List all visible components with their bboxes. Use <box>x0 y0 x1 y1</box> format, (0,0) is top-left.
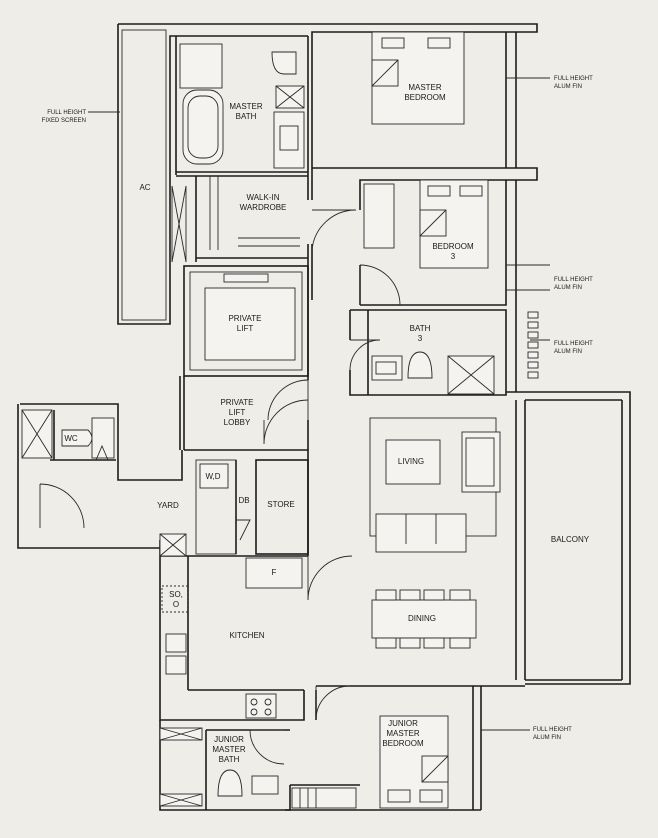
furniture <box>21 31 539 809</box>
label-dining: DINING <box>408 614 436 623</box>
label-kitchen: KITCHEN <box>229 631 264 640</box>
label-wc: WC <box>64 434 78 443</box>
label-db: DB <box>238 496 249 505</box>
label-balcony: BALCONY <box>551 535 590 544</box>
label-ac: AC <box>139 183 150 192</box>
label-store: STORE <box>267 500 294 509</box>
label-wd: W,D <box>205 472 220 481</box>
label-living: LIVING <box>398 457 424 466</box>
doors <box>39 209 401 765</box>
walls <box>17 23 631 811</box>
label-fridge: F <box>272 568 277 577</box>
label-so: SO,O <box>169 590 183 609</box>
label-yard: YARD <box>157 501 179 510</box>
annotation-leaders <box>88 77 550 731</box>
